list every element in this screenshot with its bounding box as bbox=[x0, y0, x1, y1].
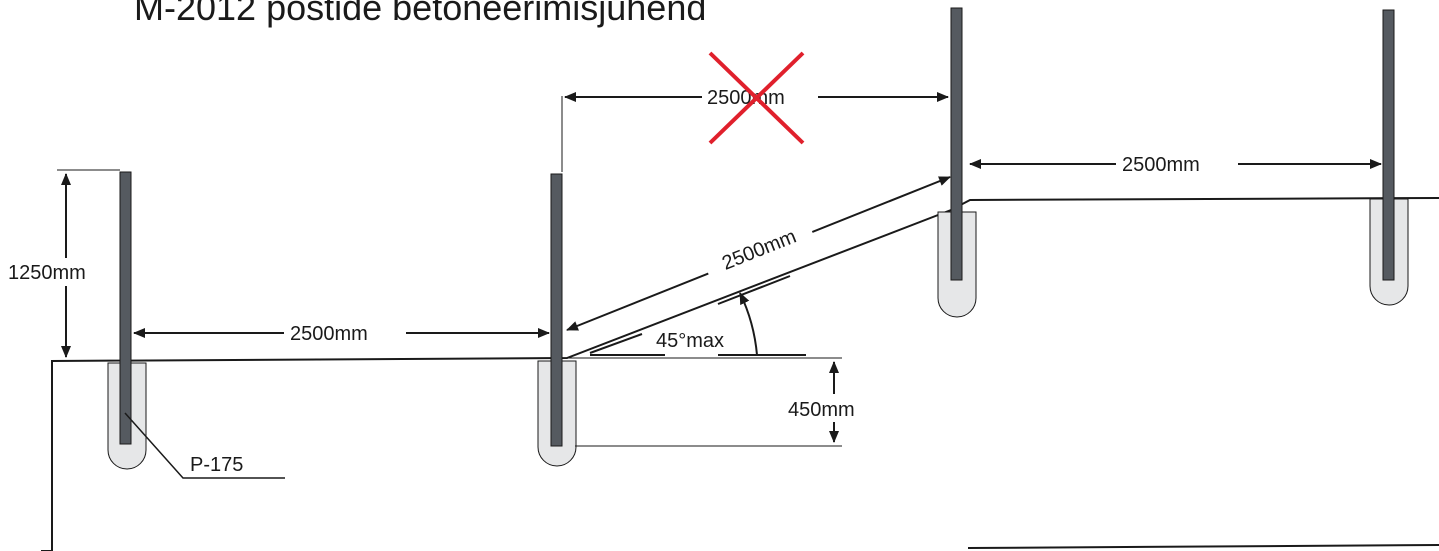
flat-spacing-label-bg bbox=[284, 318, 406, 348]
slope-spacing-label: 2500mm bbox=[719, 225, 799, 274]
angle-slope-line-a bbox=[589, 333, 643, 354]
angle-label: 45°max bbox=[656, 330, 724, 352]
angle-slope-line-b bbox=[717, 275, 791, 305]
depth-label-bg bbox=[784, 394, 890, 422]
post-code-label: P-175 bbox=[190, 454, 243, 476]
height-label: 1250mm bbox=[8, 262, 86, 284]
angle-arc bbox=[739, 292, 758, 356]
height-label-bg bbox=[4, 258, 116, 286]
post-1 bbox=[119, 171, 132, 445]
top-spacing-label: 2500mm bbox=[1122, 154, 1200, 176]
post-4 bbox=[1382, 9, 1395, 281]
horizontal-spacing-label: 2500mm bbox=[707, 87, 785, 109]
post-code-leader bbox=[124, 412, 285, 479]
top-spacing-label-bg bbox=[1116, 149, 1238, 179]
page-title: M-2012 postide betoneerimisjuhend bbox=[134, 0, 706, 28]
slope-spacing-label-bg bbox=[701, 214, 816, 283]
ground-bottom-right bbox=[967, 544, 1439, 549]
flat-spacing-label: 2500mm bbox=[290, 323, 368, 345]
red-cross-icon bbox=[708, 51, 805, 145]
post-3 bbox=[950, 7, 963, 281]
post-2 bbox=[550, 173, 563, 447]
depth-label: 450mm bbox=[788, 399, 855, 421]
